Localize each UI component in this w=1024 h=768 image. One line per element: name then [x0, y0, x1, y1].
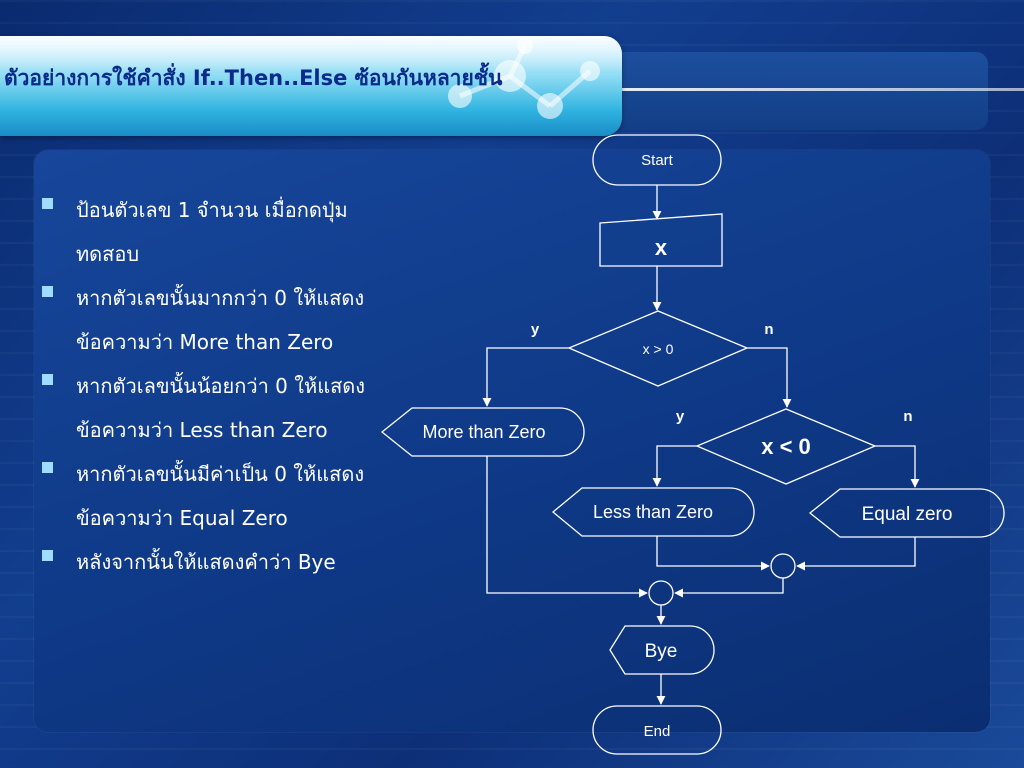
more-label: More than Zero — [422, 422, 545, 442]
bullet-line: ข้อความว่า Less than Zero — [76, 418, 328, 442]
bye-label: Bye — [645, 641, 678, 662]
equal-display — [808, 488, 1005, 538]
bullet-square-icon — [42, 198, 53, 209]
arrow-more-outer — [486, 456, 648, 598]
content-panel — [34, 150, 990, 732]
bullet-square-icon — [42, 374, 53, 385]
list-item: หลังจากนั้นให้แสดงคำว่า Bye — [40, 540, 420, 584]
bullet-line: หากตัวเลขนั้นมีค่าเป็น 0 ให้แสดง — [76, 462, 365, 486]
list-item: หากตัวเลขนั้นน้อยกว่า 0 ให้แสดง ข้อความว… — [40, 364, 420, 452]
molecule-graphic — [448, 38, 600, 119]
end-terminator — [592, 705, 722, 755]
bullet-line: หากตัวเลขนั้นมากกว่า 0 ให้แสดง — [76, 286, 365, 310]
list-item: หากตัวเลขนั้นมากกว่า 0 ให้แสดง ข้อความว่… — [40, 276, 420, 364]
input-box — [599, 213, 723, 267]
equal-label: Equal zero — [862, 504, 953, 525]
arrow-d2-no — [875, 445, 920, 488]
bullet-line: ข้อความว่า Equal Zero — [76, 506, 288, 530]
arrow-d1-yes — [482, 347, 569, 407]
bullet-line: ข้อความว่า More than Zero — [76, 330, 334, 354]
header-bar — [600, 52, 988, 130]
bullet-line: ป้อนตัวเลข 1 จำนวน เมื่อกดปุ่ม — [76, 198, 348, 222]
arrow-less-connector — [656, 536, 770, 571]
bullet-list: ป้อนตัวเลข 1 จำนวน เมื่อกดปุ่ม ทดสอบ หาก… — [40, 188, 420, 584]
d1-no-label: n — [764, 321, 773, 338]
start-label: Start — [641, 152, 674, 169]
decision1-label: x > 0 — [643, 341, 674, 357]
connector-outer — [648, 580, 674, 606]
arrow-inner-outer — [674, 578, 784, 598]
list-item: หากตัวเลขนั้นมีค่าเป็น 0 ให้แสดง ข้อความ… — [40, 452, 420, 540]
d1-yes-label: y — [531, 321, 540, 338]
d2-yes-label: y — [676, 408, 685, 425]
input-label: x — [655, 235, 668, 260]
arrow-equal-connector — [796, 537, 916, 571]
bullet-line: หากตัวเลขนั้นน้อยกว่า 0 ให้แสดง — [76, 374, 366, 398]
end-label: End — [644, 723, 671, 740]
less-label: Less than Zero — [593, 502, 713, 522]
bye-display — [609, 625, 715, 675]
title-banner: ตัวอย่างการใช้คำสั่ง If..Then..Else ซ้อน… — [0, 36, 622, 136]
more-display — [380, 407, 585, 457]
header-line — [620, 88, 1024, 91]
page-title: ตัวอย่างการใช้คำสั่ง If..Then..Else ซ้อน… — [4, 66, 503, 90]
connector-inner — [770, 553, 796, 579]
less-display — [551, 487, 755, 537]
bullet-square-icon — [42, 286, 53, 297]
list-item: ป้อนตัวเลข 1 จำนวน เมื่อกดปุ่ม ทดสอบ — [40, 188, 420, 276]
arrow-d2-yes — [652, 445, 697, 487]
bullet-square-icon — [42, 462, 53, 473]
bullet-square-icon — [42, 550, 53, 561]
bullet-line: หลังจากนั้นให้แสดงคำว่า Bye — [76, 550, 336, 574]
bullet-line: ทดสอบ — [76, 242, 140, 266]
decision2-label: x < 0 — [761, 434, 811, 459]
arrow-d1-no — [747, 347, 792, 408]
d2-no-label: n — [903, 408, 912, 425]
